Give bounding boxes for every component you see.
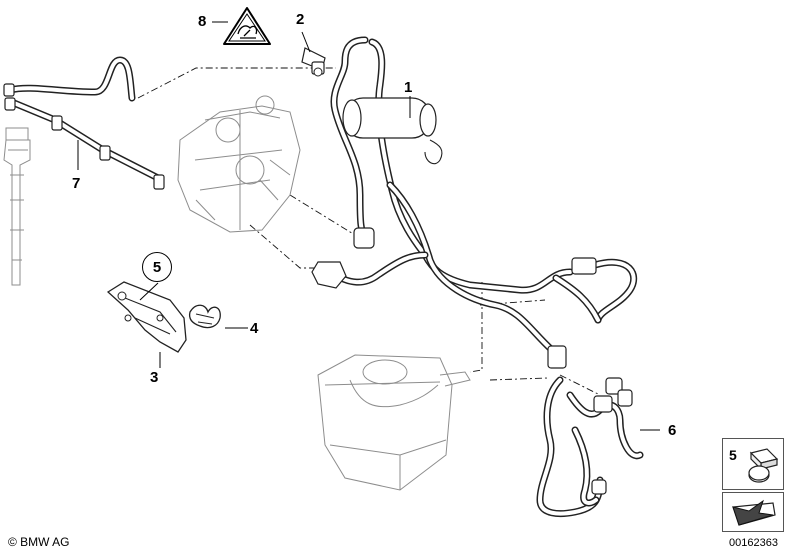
callout-3: 3 — [150, 369, 159, 386]
return-line-assembly — [536, 376, 644, 517]
diesel-warning-triangle-icon — [223, 7, 271, 45]
direction-box — [722, 492, 784, 532]
copyright-text: © BMW AG — [8, 535, 70, 549]
fuel-filter-housing — [317, 354, 471, 491]
legend-part-number: 5 — [729, 447, 737, 463]
legend-part-box: 5 — [722, 438, 784, 490]
leader-lines — [77, 21, 660, 431]
callout-5-circled: 5 — [142, 252, 172, 282]
callout-2: 2 — [296, 11, 305, 28]
fuel-heater — [342, 97, 443, 165]
document-number: 00162363 — [729, 537, 778, 549]
arrow-down-left-icon — [732, 499, 776, 526]
fuel-line-assembly — [311, 36, 638, 369]
temperature-sensor — [301, 47, 326, 77]
callout-7: 7 — [72, 175, 81, 192]
high-pressure-pump — [177, 95, 301, 233]
fuel-injector — [3, 127, 31, 286]
leak-off-line-assembly — [3, 56, 165, 190]
callout-1: 1 — [404, 79, 413, 96]
mounting-bracket — [106, 281, 187, 353]
callout-8: 8 — [198, 13, 207, 30]
callout-4: 4 — [250, 320, 259, 337]
bolt-icon — [748, 448, 779, 483]
callout-6: 6 — [668, 422, 677, 439]
hose-clip — [188, 304, 221, 329]
